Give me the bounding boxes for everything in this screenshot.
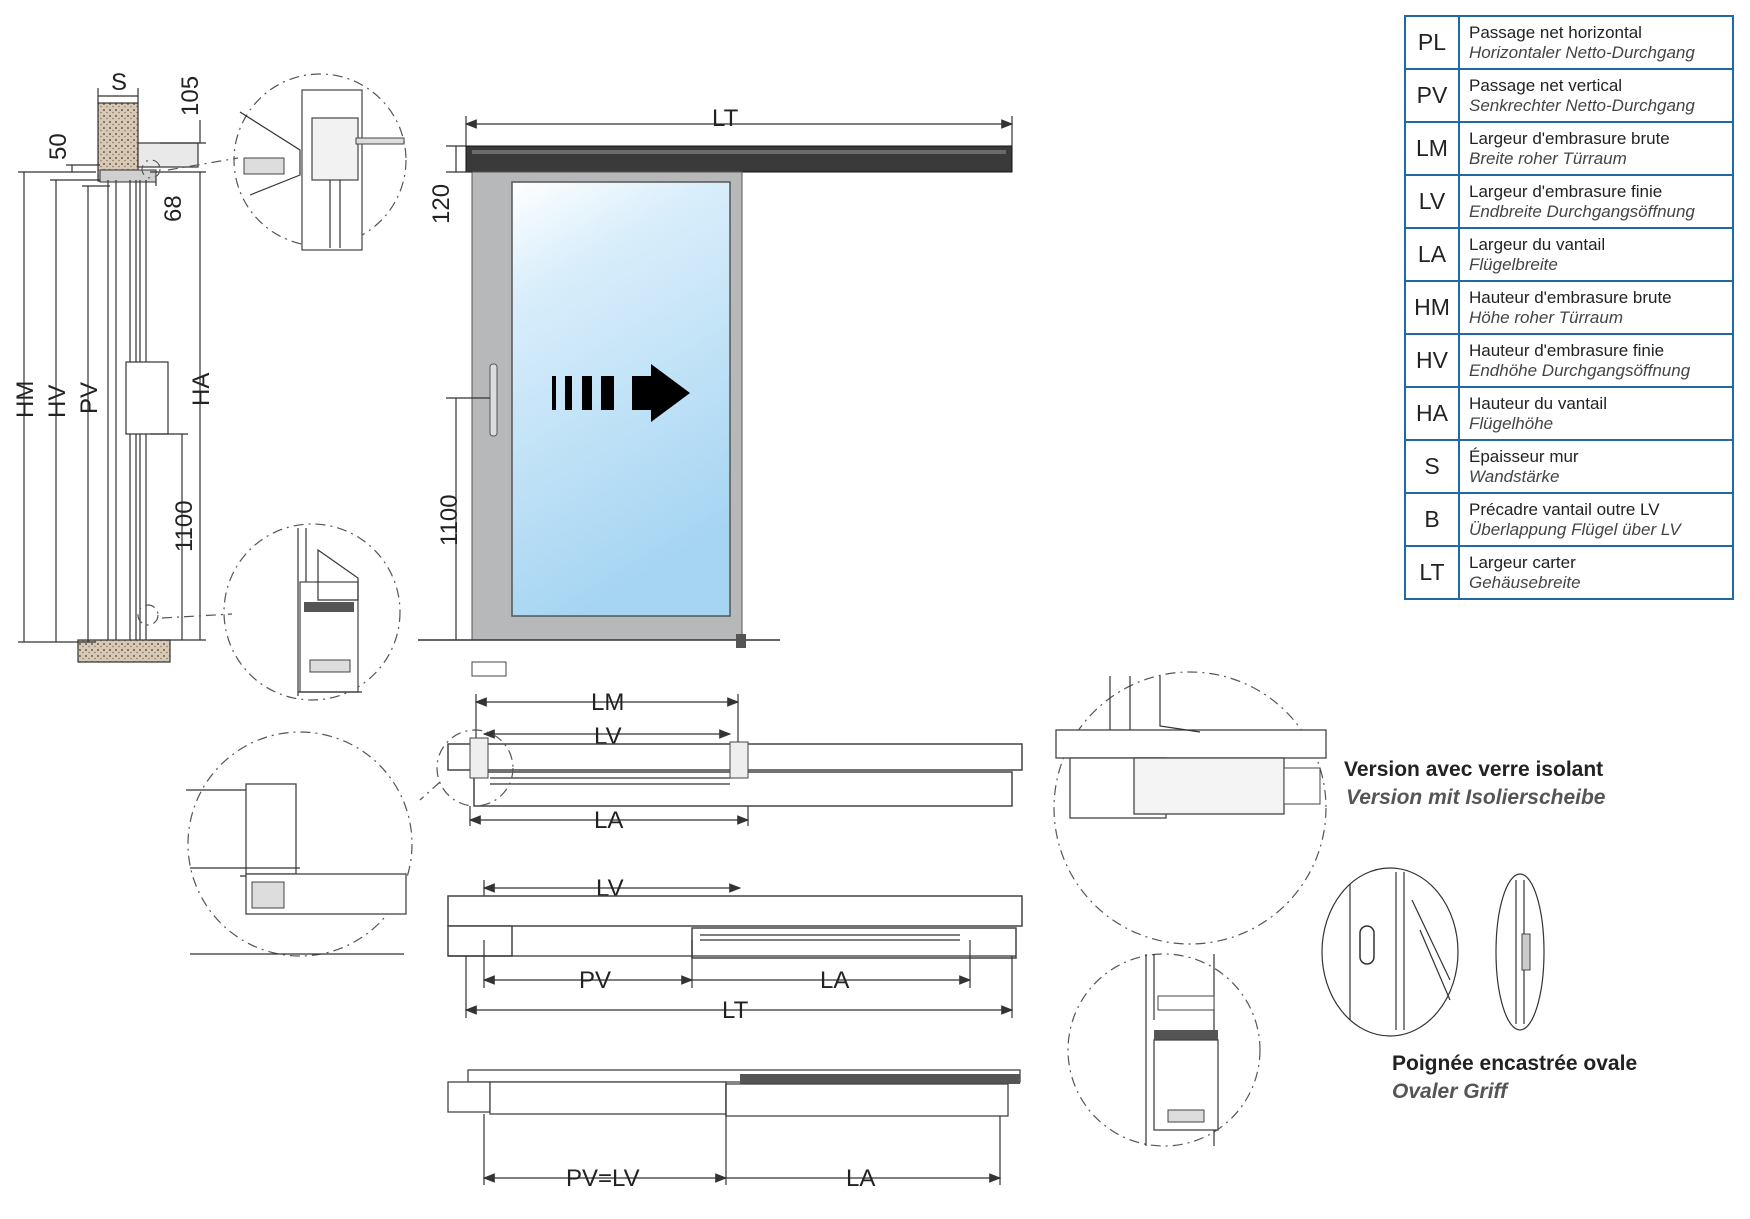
vertical-section: S 105 50 68 HM HV PV HA 1100 <box>12 69 239 663</box>
legend-text-fr: Épaisseur mur <box>1469 447 1579 466</box>
legend-text-de: Flügelbreite <box>1469 255 1558 274</box>
legend-code: S <box>1404 439 1460 494</box>
legend-text-de: Endhöhe Durchgangsöffnung <box>1469 361 1691 380</box>
legend-code: LA <box>1404 227 1460 282</box>
legend-text-fr: Hauteur d'embrasure brute <box>1469 288 1672 307</box>
legend-text-de: Senkrechter Netto-Durchgang <box>1469 96 1695 115</box>
caption-glass-de: Version mit Isolierscheibe <box>1346 786 1606 809</box>
detail-threshold-circle <box>1067 953 1261 1147</box>
legend-text-fr: Largeur carter <box>1469 553 1576 572</box>
legend-code: PV <box>1404 68 1460 123</box>
legend-code: B <box>1404 492 1460 547</box>
plan2-lt-label: LT <box>722 997 749 1024</box>
legend-code: HM <box>1404 280 1460 335</box>
legend-text-de: Endbreite Durchgangsöffnung <box>1469 202 1695 221</box>
dim-68-label: 68 <box>160 195 187 222</box>
dim-hv-label: HV <box>44 385 71 418</box>
legend-text-de: Horizontaler Netto-Durchgang <box>1469 43 1695 62</box>
legend-code: HA <box>1404 386 1460 441</box>
legend-code: LV <box>1404 174 1460 229</box>
legend-text-fr: Précadre vantail outre LV <box>1469 500 1660 519</box>
legend-code: HV <box>1404 333 1460 388</box>
legend-text-fr: Hauteur d'embrasure finie <box>1469 341 1665 360</box>
legend-text-fr: Largeur d'embrasure finie <box>1469 182 1663 201</box>
dim-hm-label: HM <box>12 381 39 418</box>
dim-ha-label: HA <box>188 373 215 406</box>
legend-text-de: Wandstärke <box>1469 467 1560 486</box>
plan-view-1: LM LV LA <box>419 689 1023 834</box>
plan-view-3: PV=LV LA <box>447 1069 1021 1192</box>
legend-text-de: Flügelhöhe <box>1469 414 1554 433</box>
detail-bottom-circle <box>223 523 401 701</box>
dim-s-label: S <box>111 69 127 96</box>
legend-text-fr: Passage net vertical <box>1469 76 1623 95</box>
caption-glass-fr: Version avec verre isolant <box>1344 758 1603 781</box>
dim-1100-label: 1100 <box>171 500 198 552</box>
plan2-la-label: LA <box>820 967 849 994</box>
caption-handle-de: Ovaler Griff <box>1392 1080 1509 1103</box>
elev-1100-label: 1100 <box>436 494 463 546</box>
elev-lt-label: LT <box>712 105 739 132</box>
legend-code: LT <box>1404 545 1460 600</box>
detail-top-circle <box>233 73 407 251</box>
legend-text-fr: Largeur du vantail <box>1469 235 1606 254</box>
plan1-lm-label: LM <box>591 689 624 716</box>
dim-105-label: 105 <box>177 76 204 116</box>
legend-text-fr: Largeur d'embrasure brute <box>1469 129 1670 148</box>
legend-text-fr: Hauteur du vantail <box>1469 394 1607 413</box>
plan-view-2: LV 150 PV LA LT <box>447 875 1023 1024</box>
dim-50-label: 50 <box>45 133 72 160</box>
door-elevation: LT 120 1100 <box>418 105 1014 677</box>
detail-handle-circle <box>1321 867 1545 1037</box>
plan2-pv-label: PV <box>579 967 611 994</box>
plan3-pvlv-label: PV=LV <box>566 1165 640 1192</box>
legend-text-de: Höhe roher Türraum <box>1469 308 1624 327</box>
detail-plan-circle <box>186 731 413 957</box>
dim-pv-label: PV <box>76 382 103 414</box>
legend-code: PL <box>1404 15 1460 70</box>
legend-text-fr: Passage net horizontal <box>1469 23 1642 42</box>
legend-code: LM <box>1404 121 1460 176</box>
legend-text-de: Breite roher Türraum <box>1469 149 1627 168</box>
legend-text-de: Gehäusebreite <box>1469 573 1581 592</box>
elev-120-label: 120 <box>428 184 455 224</box>
plan1-la-label: LA <box>594 807 623 834</box>
detail-glass-circle <box>1053 671 1327 945</box>
plan3-la-label: LA <box>846 1165 875 1192</box>
caption-handle-fr: Poignée encastrée ovale <box>1392 1052 1637 1075</box>
legend-text-de: Überlappung Flügel über LV <box>1469 520 1681 539</box>
